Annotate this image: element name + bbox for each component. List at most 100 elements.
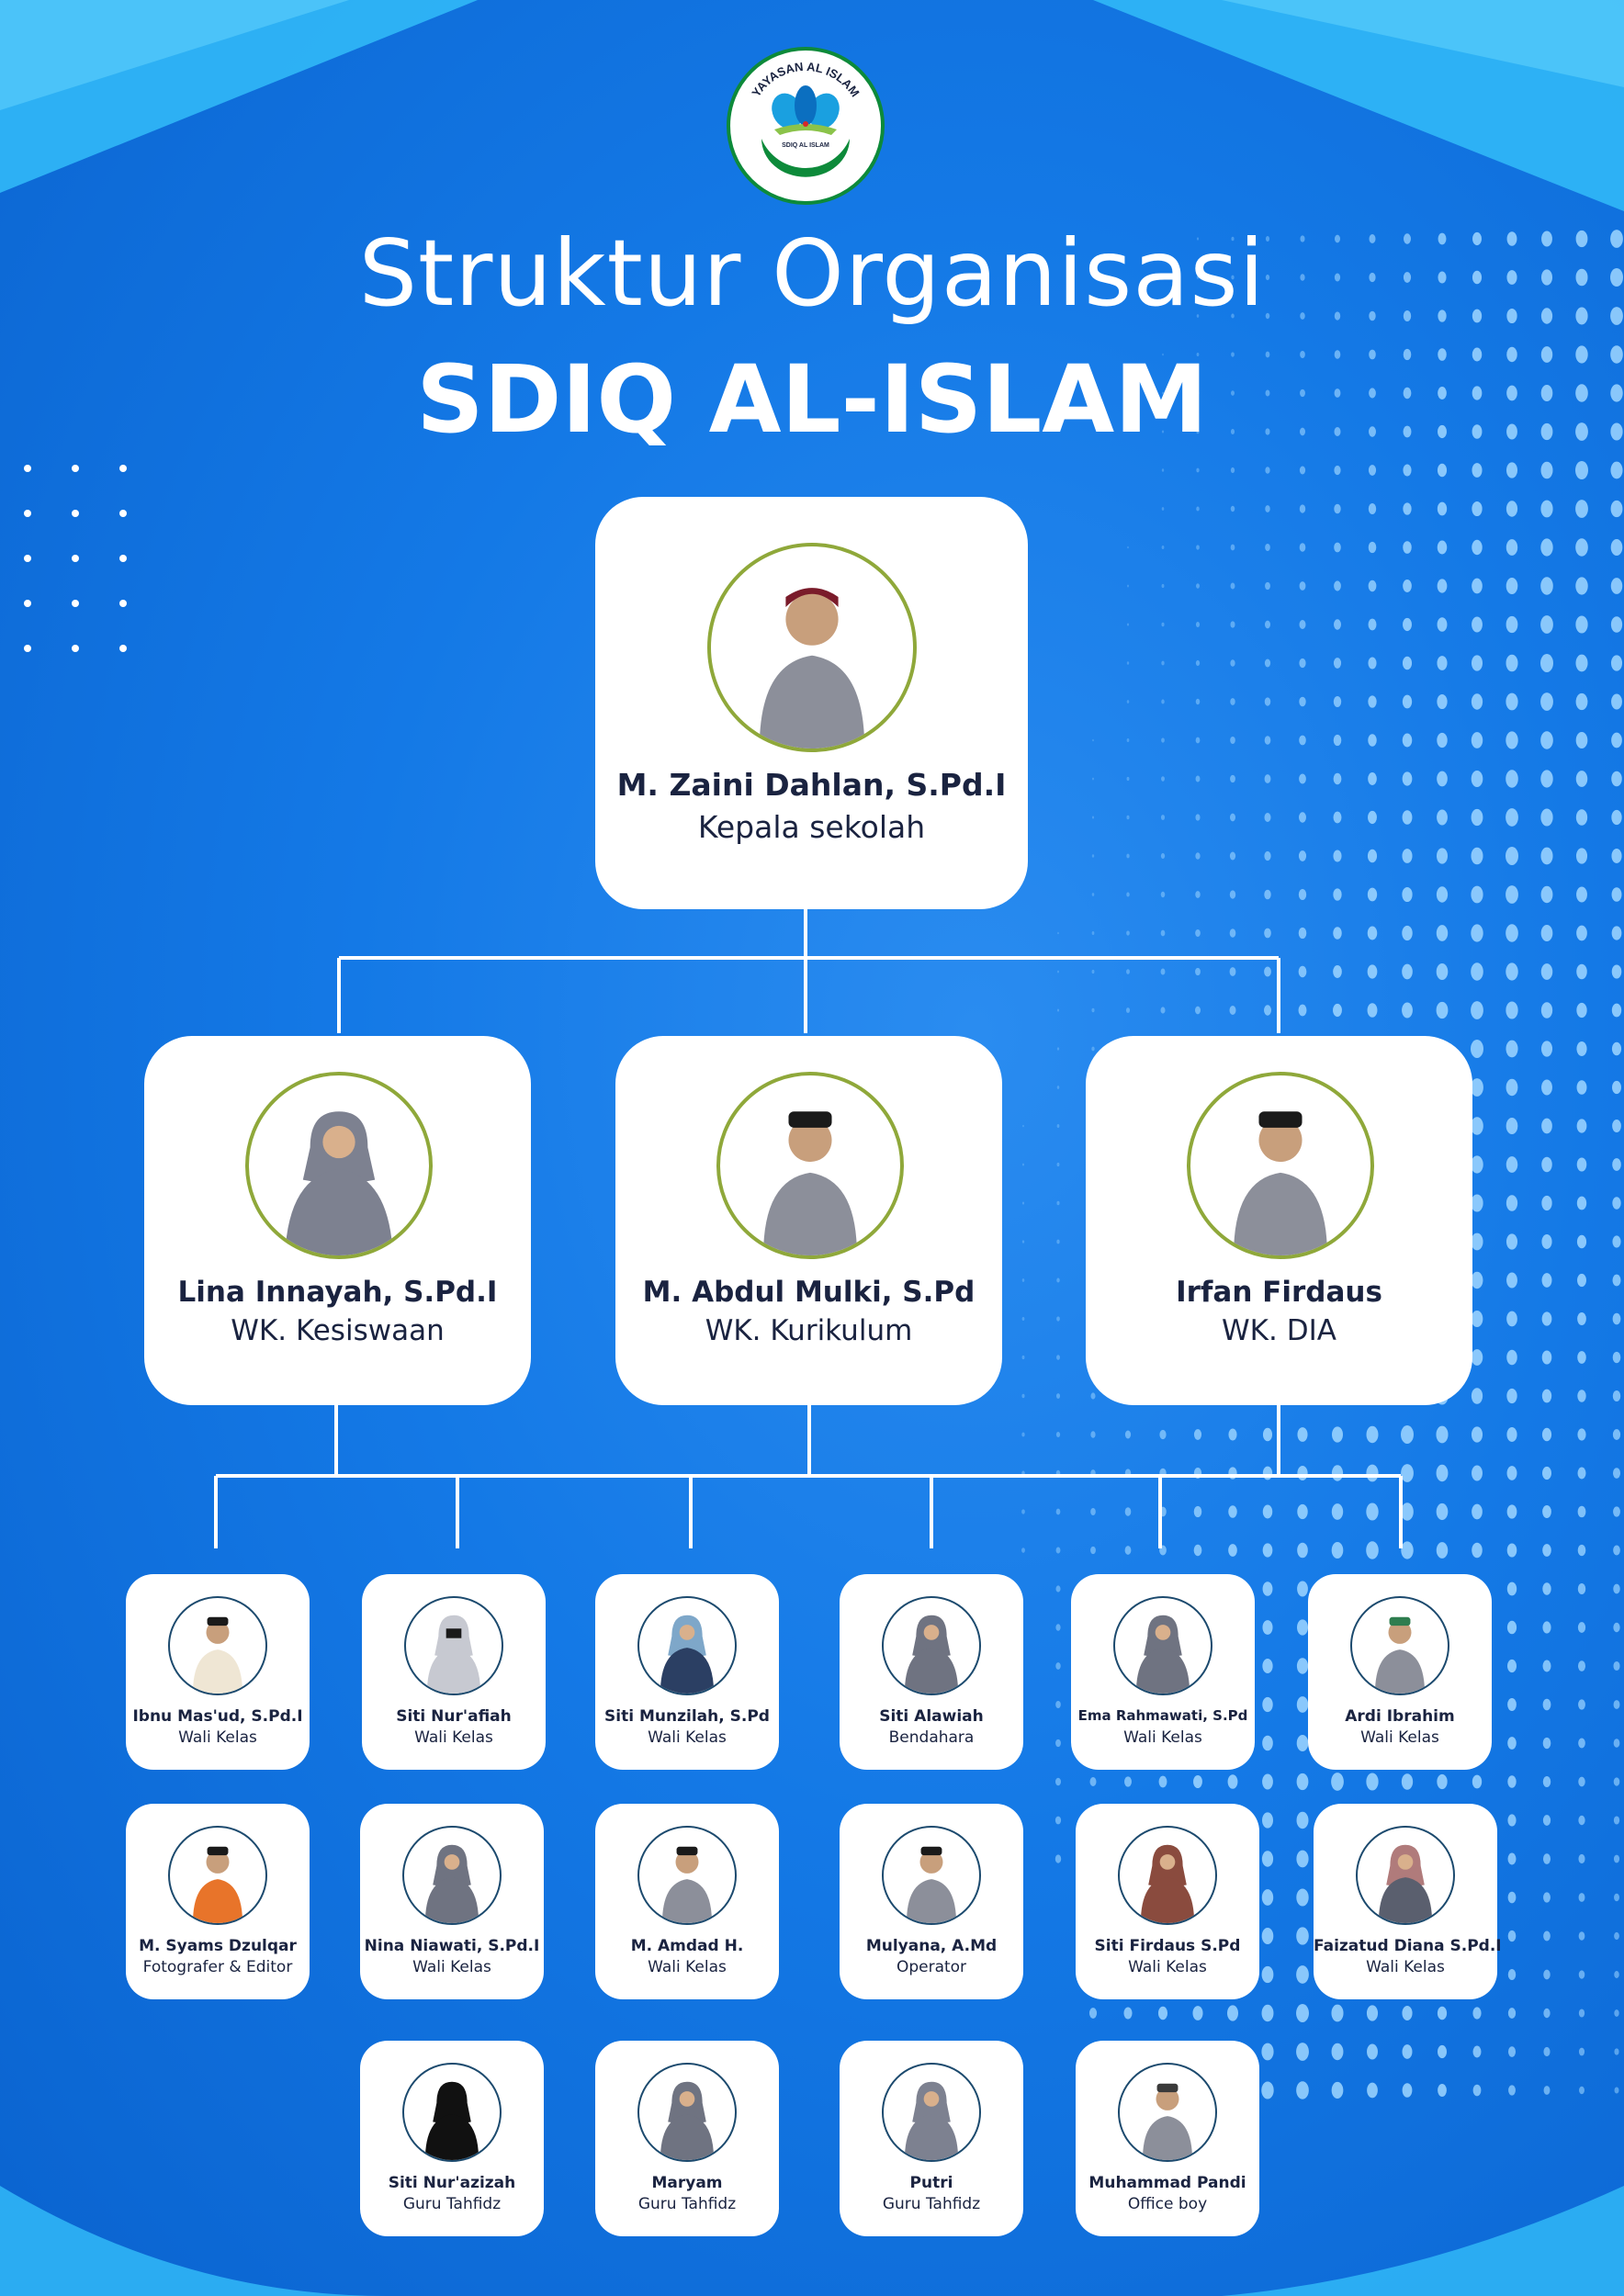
person-role: Wali Kelas (1360, 1728, 1439, 1747)
person-role: WK. Kesiswaan (231, 1314, 445, 1347)
avatar (404, 1596, 503, 1695)
person-role: Office boy (1127, 2195, 1208, 2213)
card-staff: Siti Nur'afiah Wali Kelas (362, 1574, 546, 1770)
avatar (637, 2063, 737, 2162)
avatar (882, 2063, 981, 2162)
card-vice-2: M. Abdul Mulki, S.Pd WK. Kurikulum (615, 1036, 1002, 1405)
avatar (637, 1596, 737, 1695)
person-photo-icon (661, 1846, 713, 1923)
card-staff: Siti Nur'azizah Guru Tahfidz (360, 2041, 544, 2236)
person-role: Wali Kelas (1123, 1728, 1202, 1747)
card-staff: Nina Niawati, S.Pd.I Wali Kelas (360, 1804, 544, 1999)
person-photo-icon (660, 1615, 715, 1694)
person-photo-icon (1374, 1616, 1426, 1694)
person-role: Kepala sekolah (697, 809, 926, 845)
avatar (1187, 1072, 1374, 1259)
person-photo-icon (904, 1615, 959, 1694)
person-role: Operator (896, 1958, 967, 1976)
card-vice-3: Irfan Firdaus WK. DIA (1086, 1036, 1472, 1405)
avatar (1356, 1826, 1455, 1925)
person-photo-icon (1234, 1111, 1327, 1255)
avatar (402, 2063, 502, 2162)
person-name: Siti Alawiah (879, 1707, 984, 1726)
card-staff: Faizatud Diana S.Pd.I Wali Kelas (1314, 1804, 1502, 1999)
person-photo-icon (1378, 1844, 1433, 1923)
card-staff: Mulyana, A.Md Operator (840, 1804, 1023, 1999)
person-photo-icon (906, 1846, 957, 1923)
person-name: Siti Firdaus S.Pd (1094, 1937, 1241, 1955)
avatar (707, 543, 917, 752)
person-photo-icon (1140, 1844, 1195, 1923)
card-staff: Ema Rahmawati, S.Pd Wali Kelas (1071, 1574, 1255, 1770)
card-staff: Siti Firdaus S.Pd Wali Kelas (1076, 1804, 1259, 1999)
person-name: Ardi Ibrahim (1345, 1707, 1455, 1726)
person-name: Faizatud Diana S.Pd.I (1314, 1937, 1502, 1955)
avatar (882, 1596, 981, 1695)
card-staff: M. Amdad H. Wali Kelas (595, 1804, 779, 1999)
card-staff: Ibnu Mas'ud, S.Pd.I Wali Kelas (126, 1574, 310, 1770)
person-photo-icon (1142, 2083, 1193, 2160)
person-role: Wali Kelas (412, 1958, 491, 1976)
person-name: Nina Niawati, S.Pd.I (364, 1937, 540, 1955)
person-role: Wali Kelas (648, 1728, 727, 1747)
person-name: Muhammad Pandi (1088, 2174, 1246, 2192)
avatar (1113, 1596, 1212, 1695)
avatar (1350, 1596, 1449, 1695)
person-role: Wali Kelas (648, 1958, 727, 1976)
person-name: Maryam (651, 2174, 723, 2192)
logo-text-middle: SDIQ AL ISLAM (782, 142, 829, 149)
card-vice-1: Lina Innayah, S.Pd.I WK. Kesiswaan (144, 1036, 531, 1405)
person-role: Guru Tahfidz (882, 2195, 981, 2213)
card-staff: M. Syams Dzulqar Fotografer & Editor (126, 1804, 310, 1999)
page-title: Struktur Organisasi (358, 219, 1266, 327)
avatar (168, 1596, 267, 1695)
person-role: WK. DIA (1222, 1314, 1336, 1347)
person-name: Putri (909, 2174, 953, 2192)
person-role: Wali Kelas (414, 1728, 493, 1747)
avatar (716, 1072, 904, 1259)
card-staff: Maryam Guru Tahfidz (595, 2041, 779, 2236)
person-name: M. Syams Dzulqar (139, 1937, 297, 1955)
card-head: M. Zaini Dahlan, S.Pd.I Kepala sekolah (595, 497, 1028, 909)
page-subtitle: SDIQ AL-ISLAM (416, 345, 1208, 455)
card-staff: Siti Alawiah Bendahara (840, 1574, 1023, 1770)
person-name: Mulyana, A.Md (865, 1937, 998, 1955)
person-name: Ema Rahmawati, S.Pd (1077, 1707, 1248, 1724)
person-name: M. Abdul Mulki, S.Pd (642, 1276, 976, 1309)
person-photo-icon (192, 1616, 243, 1694)
avatar (1118, 2063, 1217, 2162)
card-staff: Putri Guru Tahfidz (840, 2041, 1023, 2236)
person-name: Irfan Firdaus (1176, 1276, 1382, 1309)
person-name: Ibnu Mas'ud, S.Pd.I (132, 1707, 303, 1726)
person-role: Fotografer & Editor (142, 1958, 293, 1976)
person-photo-icon (285, 1111, 393, 1255)
card-staff: Ardi Ibrahim Wali Kelas (1308, 1574, 1492, 1770)
person-photo-icon (424, 1844, 479, 1923)
person-photo-icon (763, 1111, 857, 1255)
avatar (402, 1826, 502, 1925)
person-name: M. Zaini Dahlan, S.Pd.I (616, 767, 1007, 803)
person-name: Siti Nur'afiah (396, 1707, 512, 1726)
card-staff: Muhammad Pandi Office boy (1076, 2041, 1259, 2236)
person-name: Siti Nur'azizah (388, 2174, 516, 2192)
avatar (1118, 1826, 1217, 1925)
school-logo: YAYASAN AL ISLAM SEKOLAH DASAR ILMU QUR'… (727, 47, 885, 205)
avatar (882, 1826, 981, 1925)
avatar (637, 1826, 737, 1925)
person-photo-icon (1135, 1615, 1190, 1694)
person-role: WK. Kurikulum (705, 1314, 913, 1347)
person-photo-icon (759, 588, 865, 748)
avatar (168, 1826, 267, 1925)
person-role: Guru Tahfidz (402, 2195, 502, 2213)
person-role: Bendahara (888, 1728, 975, 1747)
person-photo-icon (424, 2081, 479, 2160)
person-role: Wali Kelas (1366, 1958, 1445, 1976)
avatar (245, 1072, 433, 1259)
person-role: Guru Tahfidz (637, 2195, 737, 2213)
person-photo-icon (426, 1615, 481, 1694)
person-role: Wali Kelas (178, 1728, 257, 1747)
person-photo-icon (904, 2081, 959, 2160)
person-role: Wali Kelas (1128, 1958, 1207, 1976)
